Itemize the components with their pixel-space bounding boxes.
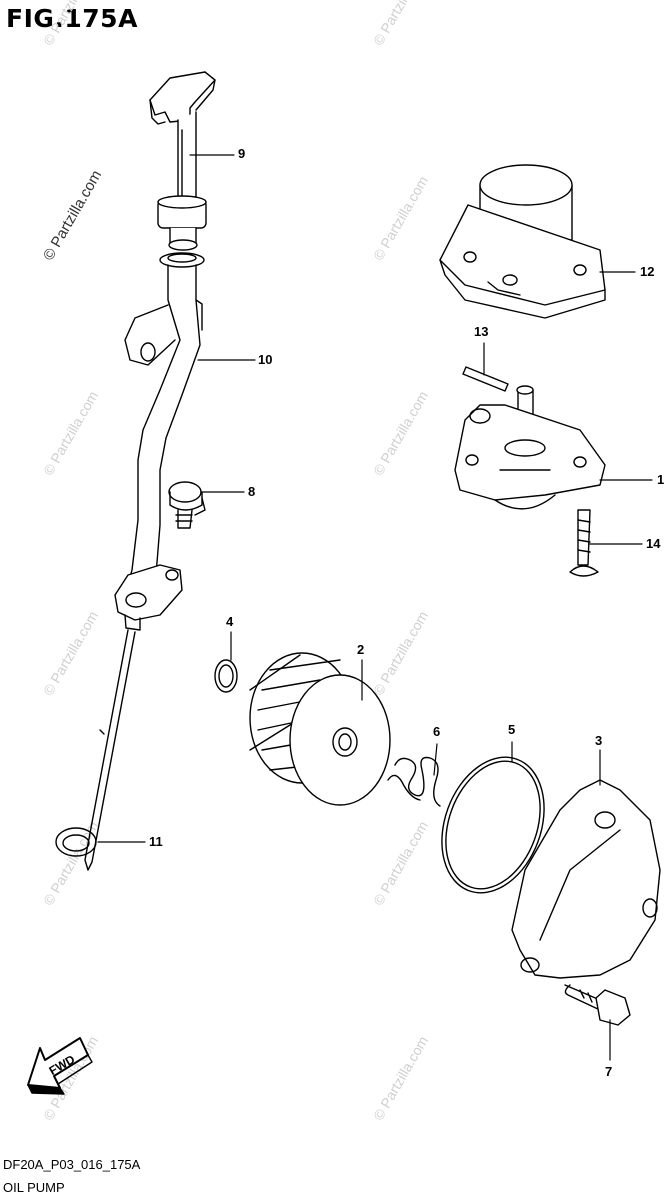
pump-housing (439, 164, 606, 319)
oil-pipe (84, 264, 203, 871)
spring-6 (387, 756, 441, 807)
callout-10: 10 (258, 352, 273, 367)
callout-2: 2 (357, 642, 365, 657)
figure-code: DF20A_P03_016_175A (3, 1157, 141, 1172)
o-ring-4 (214, 659, 238, 693)
screw-14 (569, 509, 599, 577)
bolt-7 (564, 984, 631, 1026)
leader-lines (97, 154, 653, 1061)
figure-caption: OIL PUMP (3, 1180, 65, 1195)
callout-6: 6 (433, 724, 441, 739)
pin-13 (462, 366, 509, 392)
figure-title: FIG.175A (6, 4, 138, 33)
callout-12: 12 (640, 264, 655, 279)
pump-cover (511, 779, 661, 979)
gasket-5 (441, 756, 545, 894)
callout-8: 8 (248, 484, 256, 499)
callout-11: 11 (149, 834, 163, 849)
o-ring-11 (55, 827, 97, 857)
bolt-8 (168, 481, 206, 529)
fwd-arrow-icon (27, 1037, 93, 1095)
callout-14: 14 (646, 536, 661, 551)
callout-9: 9 (238, 146, 246, 161)
callout-5: 5 (508, 722, 516, 737)
pump-body (454, 385, 606, 510)
callout-4: 4 (226, 614, 234, 629)
oil-filter (249, 652, 391, 806)
callout-13: 13 (474, 324, 489, 339)
callout-7: 7 (605, 1064, 613, 1079)
callout-1: 1 (657, 472, 665, 487)
callout-3: 3 (595, 733, 603, 748)
dipstick-handle (149, 71, 216, 268)
